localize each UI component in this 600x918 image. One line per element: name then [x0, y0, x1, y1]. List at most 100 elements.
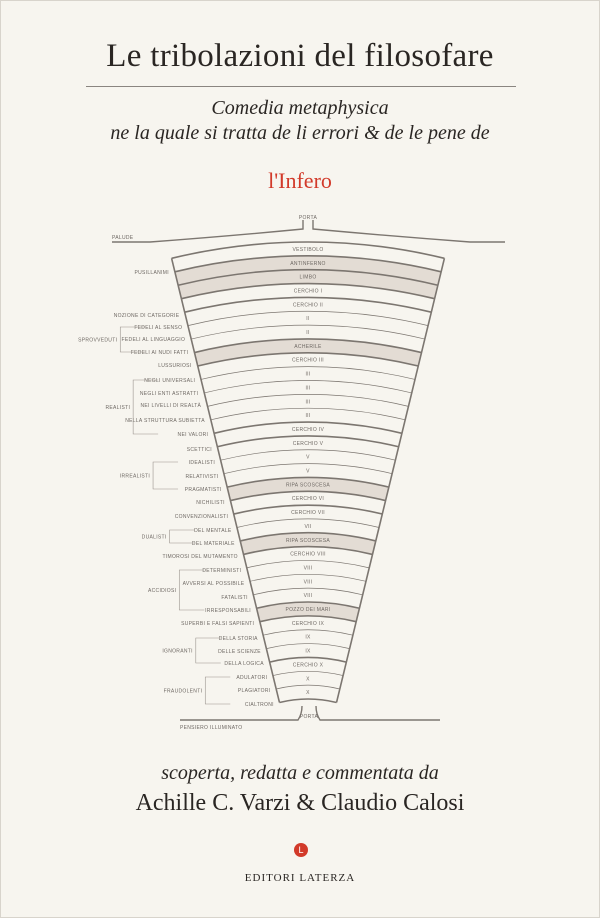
- publisher-name: EDITORI LATERZA: [244, 872, 356, 884]
- group-bracket: [178, 569, 205, 611]
- ring-boundary: [197, 352, 419, 367]
- ring-boundary: [230, 490, 386, 502]
- ring-boundary: [184, 296, 432, 313]
- sinner-label: LUSSURIOSI: [158, 363, 191, 369]
- book-title: Le tribolazioni del filosofare: [106, 38, 494, 74]
- ring-label: VIII: [304, 593, 313, 599]
- ring-label: CERCHIO III: [292, 358, 324, 364]
- ring-label: CERCHIO VI: [292, 496, 324, 502]
- ring-boundary: [177, 268, 439, 287]
- sinner-label: FATALISTI: [221, 595, 247, 601]
- ring-label: CERCHIO VIII: [290, 552, 326, 558]
- ring-label: RIPA SCOSCESA: [286, 482, 330, 488]
- ring-boundary: [213, 421, 403, 435]
- bottom-left-label: PENSIERO ILLUMINATO: [180, 725, 242, 731]
- ring-label: V: [306, 455, 310, 461]
- funnel-right-wall: [335, 258, 446, 703]
- group-bracket: [204, 676, 231, 705]
- ring-boundary: [220, 449, 396, 461]
- sinner-label: RELATIVISTI: [186, 474, 219, 480]
- ring-label: X: [306, 676, 310, 682]
- sinner-label: PUSILLANIMI: [134, 270, 168, 276]
- ring-boundary: [226, 476, 390, 488]
- ring-boundary: [191, 324, 425, 340]
- ring-boundary: [171, 241, 445, 260]
- ring-boundary: [204, 380, 412, 394]
- sinner-label: FEDELI AL SENSO: [134, 325, 182, 331]
- ring-boundary: [243, 545, 373, 556]
- group-label: REALISTI: [106, 405, 131, 411]
- group-bracket: [169, 529, 195, 544]
- ring-label: CERCHIO VII: [291, 510, 325, 516]
- ring-label: CERCHIO X: [293, 662, 324, 668]
- ring-boundary: [259, 615, 357, 623]
- ring-boundary: [217, 435, 399, 448]
- ring-boundary: [207, 393, 409, 407]
- sinner-label: AVVERSI AL POSSIBILE: [183, 581, 245, 587]
- sinner-label: DEL MENTALE: [194, 528, 232, 534]
- ring-label: CERCHIO IV: [292, 427, 325, 433]
- sinner-label: PRAGMATISTI: [185, 487, 222, 493]
- bottom-wall-right: [315, 705, 440, 721]
- ring-label: VII: [304, 524, 311, 530]
- ring-boundary: [236, 518, 380, 528]
- top-wall-right: [312, 220, 505, 243]
- ring-boundary: [200, 366, 416, 380]
- ring-boundary: [266, 643, 350, 649]
- subtitle-line-2: ne la quale si tratta de li errori & de …: [110, 122, 490, 144]
- ring-boundary: [269, 656, 347, 663]
- sinner-label: NICHILISTI: [196, 500, 225, 506]
- ring-label: II: [306, 316, 309, 322]
- sinner-label: DELLA LOGICA: [224, 661, 264, 667]
- ring-shading: [174, 255, 442, 286]
- sinner-label: NEI LIVELLI DI REALTÀ: [141, 402, 202, 409]
- ring-label: CERCHIO II: [293, 302, 323, 308]
- top-wall-left: [112, 220, 304, 243]
- group-label: FRAUDOLENTI: [164, 689, 203, 695]
- ring-boundary: [210, 407, 406, 421]
- sinner-label: NEI VALORI: [178, 432, 209, 438]
- ring-boundary: [181, 282, 435, 300]
- group-label: IGNORANTI: [162, 649, 192, 655]
- ring-boundary: [263, 629, 353, 636]
- ring-label: V: [306, 469, 310, 475]
- ring-label: III: [305, 385, 310, 391]
- ring-boundary: [246, 560, 370, 569]
- ring-label: IX: [305, 649, 311, 655]
- ring-label: III: [305, 372, 310, 378]
- publisher-logo: L: [294, 843, 308, 857]
- sinner-label: SCETTICI: [187, 447, 212, 453]
- ring-label: X: [306, 690, 310, 696]
- ring-label: POZZO DEI MARI: [285, 607, 330, 613]
- ring-label: CERCHIO IX: [292, 621, 325, 627]
- ring-boundary: [223, 463, 393, 475]
- sinner-label: CONVENZIONALISTI: [175, 514, 228, 520]
- ring-label: IX: [305, 635, 311, 641]
- sinner-label: IDEALISTI: [189, 460, 215, 466]
- ring-label: CERCHIO V: [293, 441, 324, 447]
- ring-shading: [178, 269, 438, 299]
- group-bracket: [195, 637, 221, 664]
- ring-boundary: [276, 684, 340, 690]
- ring-label: ACHERILE: [294, 344, 322, 350]
- group-label: IRREALISTI: [120, 474, 150, 480]
- subtitle-red: l'Infero: [268, 168, 332, 193]
- top-left-label: PALUDE: [112, 235, 134, 241]
- sinner-label: NEGLI ENTI ASTRATTI: [140, 391, 198, 397]
- sinner-label: NEGLI UNIVERSALI: [144, 378, 195, 384]
- sinner-label: PLAGIATORI: [238, 688, 271, 694]
- ring-shading: [227, 477, 389, 501]
- bottom-wall-left: [180, 705, 303, 721]
- ring-boundary: [240, 532, 376, 542]
- ring-boundary: [174, 255, 442, 273]
- sinner-label: DELLE SCIENZE: [218, 649, 261, 655]
- sinner-label: DELLA STORIA: [219, 636, 258, 642]
- sinner-label: SUPERBI E FALSI SAPIENTI: [181, 621, 254, 627]
- sinner-label: IRRESPONSABILI: [205, 608, 251, 614]
- ring-label: CERCHIO I: [294, 288, 323, 294]
- sinner-label: FEDELI AL LINGUAGGIO: [122, 337, 186, 343]
- authors: Achille C. Varzi & Claudio Calosi: [135, 790, 465, 816]
- byline: scoperta, redatta e commentata da: [161, 762, 439, 784]
- ring-label: VIII: [304, 579, 313, 585]
